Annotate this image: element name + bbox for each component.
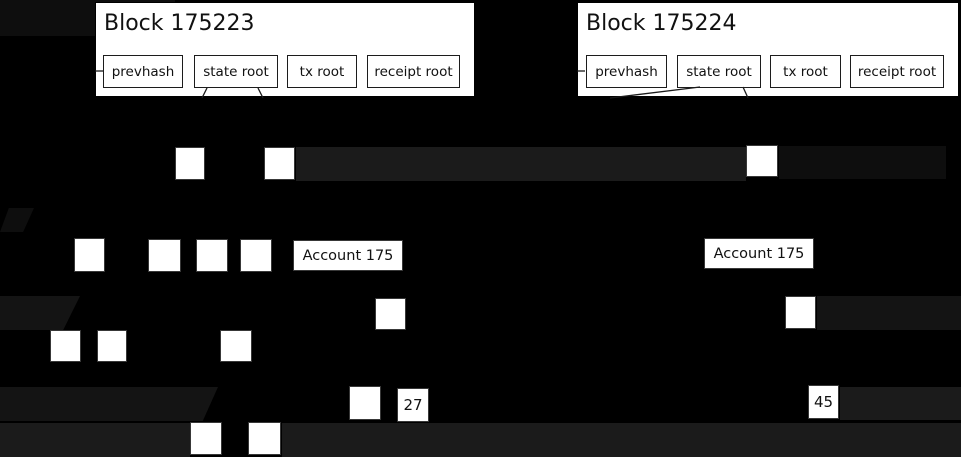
block-header-left: Block 175223 prevhash state root tx root…	[95, 2, 475, 97]
trie-node	[50, 330, 81, 362]
trie-node	[375, 298, 406, 330]
receipt-root-field: receipt root	[367, 55, 460, 88]
tx-root-field: tx root	[770, 55, 841, 88]
state-root-field: state root	[194, 55, 278, 88]
trie-branch-band	[817, 296, 961, 330]
state-root-field: state root	[677, 55, 761, 88]
prevhash-field: prevhash	[103, 55, 183, 88]
receipt-root-field: receipt root	[850, 55, 944, 88]
trie-node	[190, 422, 222, 455]
trie-node	[248, 422, 281, 455]
trie-node	[74, 238, 105, 272]
trie-branch-band	[0, 387, 218, 421]
account-node: Account 175	[704, 238, 814, 269]
trie-branch-band	[0, 423, 190, 457]
trie-branch-band	[0, 208, 34, 232]
trie-branch-band	[282, 423, 961, 457]
block-title: Block 175223	[104, 11, 255, 36]
trie-node	[196, 239, 228, 272]
trie-branch-band	[840, 387, 961, 420]
tx-root-field: tx root	[287, 55, 357, 88]
block-header-right: Block 175224 prevhash state root tx root…	[577, 2, 959, 97]
trie-node	[349, 386, 381, 420]
prevhash-field: prevhash	[586, 55, 667, 88]
trie-node	[148, 239, 181, 272]
trie-branch-band	[0, 296, 80, 330]
account-node: Account 175	[293, 240, 403, 271]
trie-branch-band	[296, 147, 746, 181]
trie-node	[220, 330, 252, 362]
block-title: Block 175224	[586, 11, 737, 36]
trie-node	[785, 296, 816, 329]
trie-branch-band	[779, 146, 946, 179]
leaf-value-node: 27	[397, 388, 429, 422]
trie-node	[264, 147, 295, 180]
leaf-value-node: 45	[808, 385, 839, 419]
trie-node	[97, 330, 127, 362]
trie-node	[175, 147, 205, 180]
trie-node	[240, 239, 272, 272]
trie-node	[746, 145, 778, 177]
